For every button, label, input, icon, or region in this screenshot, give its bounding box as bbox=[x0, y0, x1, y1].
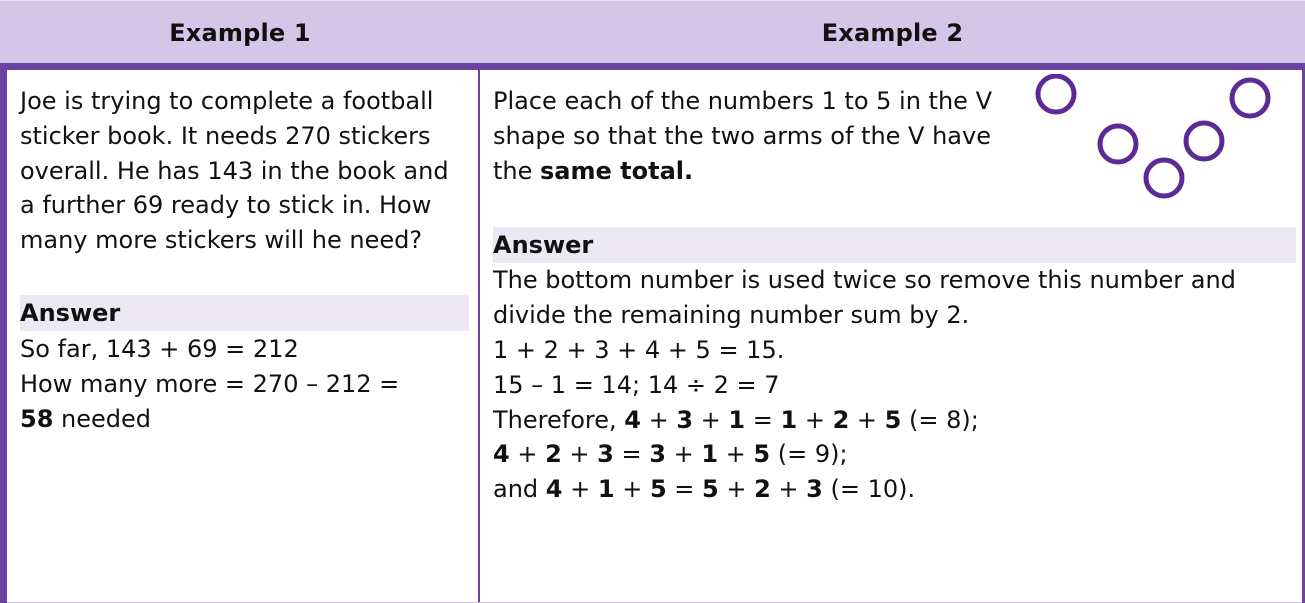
equals-sign: = bbox=[613, 440, 650, 469]
example-2-solution-line-2: 4 + 2 + 3 = 3 + 1 + 5 (= 9); bbox=[493, 437, 1296, 472]
equals-sign: = bbox=[666, 475, 703, 504]
example-2-question-emphasis: same total. bbox=[540, 156, 694, 185]
solution-number: 3 bbox=[597, 440, 614, 469]
solution-number: 3 bbox=[676, 405, 694, 434]
example-2-explanation: The bottom number is used twice so remov… bbox=[493, 266, 1236, 330]
plus-sign: + bbox=[693, 405, 729, 434]
solution-total: (= 8); bbox=[901, 405, 979, 434]
example-1-answer-label: Answer bbox=[20, 294, 469, 331]
solution-number: 5 bbox=[884, 405, 902, 434]
equals-sign: = bbox=[745, 405, 781, 434]
example-1-final-answer-suffix: needed bbox=[53, 404, 152, 433]
example-2-solution-line-1: Therefore, 4 + 3 + 1 = 1 + 2 + 5 (= 8); bbox=[493, 403, 1296, 438]
plus-sign: + bbox=[849, 405, 885, 434]
v-circle-mid-left bbox=[1097, 123, 1139, 165]
table-header-row: Example 1 Example 2 bbox=[0, 0, 1305, 63]
header-example-2: Example 2 bbox=[821, 18, 964, 47]
plus-sign: + bbox=[718, 475, 755, 504]
solution-number: 4 bbox=[624, 405, 641, 434]
example-1-question: Joe is trying to complete a football sti… bbox=[20, 87, 449, 255]
solution-number: 5 bbox=[753, 440, 771, 469]
solution-number: 1 bbox=[701, 440, 719, 469]
solution-prefix: and bbox=[493, 475, 546, 504]
solution-number: 4 bbox=[493, 440, 510, 469]
plus-sign: + bbox=[718, 440, 754, 469]
example-2-solution-line-3: and 4 + 1 + 5 = 5 + 2 + 3 (= 10). bbox=[493, 472, 1296, 507]
v-circle-top-right bbox=[1229, 77, 1271, 119]
plus-sign: + bbox=[509, 440, 546, 469]
plus-sign: + bbox=[640, 405, 677, 434]
example-2-cell: Place each of the numbers 1 to 5 in the … bbox=[493, 84, 1296, 507]
solution-number: 2 bbox=[754, 475, 771, 504]
example-2-calc-line: 15 – 1 = 14; 14 ÷ 2 = 7 bbox=[493, 370, 780, 399]
solution-number: 5 bbox=[702, 475, 719, 504]
plus-sign: + bbox=[561, 440, 598, 469]
column-divider bbox=[478, 70, 480, 603]
example-1-answer-text: So far, 143 + 69 = 212 How many more = 2… bbox=[20, 332, 470, 436]
solution-number: 3 bbox=[806, 475, 823, 504]
example-2-answer-label: Answer bbox=[493, 227, 1296, 264]
solution-number: 1 bbox=[597, 475, 615, 504]
plus-sign: + bbox=[770, 475, 807, 504]
v-circle-mid-right bbox=[1183, 120, 1225, 162]
solution-number: 2 bbox=[545, 440, 562, 469]
solution-number: 5 bbox=[649, 475, 667, 504]
plus-sign: + bbox=[665, 440, 702, 469]
solution-number: 1 bbox=[780, 405, 798, 434]
example-1-answer-line-2: How many more = 270 – 212 = bbox=[20, 369, 400, 398]
plus-sign: + bbox=[562, 475, 598, 504]
solution-number: 1 bbox=[728, 405, 746, 434]
example-2-question-text: Place each of the numbers 1 to 5 in the … bbox=[493, 87, 992, 185]
example-2-sum-line: 1 + 2 + 3 + 4 + 5 = 15. bbox=[493, 335, 785, 364]
table-border-left bbox=[0, 63, 7, 603]
plus-sign: + bbox=[614, 475, 650, 504]
solution-total: (= 9); bbox=[770, 440, 848, 469]
table-border-top bbox=[0, 63, 1305, 70]
example-1-answer-line-3: 58 needed bbox=[20, 402, 470, 437]
solution-prefix: Therefore, bbox=[493, 405, 625, 434]
example-1-answer-line-1: So far, 143 + 69 = 212 bbox=[20, 334, 299, 363]
v-circle-top-left bbox=[1035, 74, 1077, 115]
header-example-1: Example 1 bbox=[169, 18, 311, 47]
example-1-cell: Joe is trying to complete a football sti… bbox=[20, 84, 470, 436]
v-shape-circles-icon bbox=[1035, 74, 1271, 199]
plus-sign: + bbox=[797, 405, 833, 434]
example-1-final-answer: 58 bbox=[20, 404, 54, 433]
example-2-answer-text: The bottom number is used twice so remov… bbox=[493, 263, 1296, 507]
solution-total: (= 10). bbox=[822, 475, 916, 504]
solution-number: 2 bbox=[832, 405, 850, 434]
table-border-right bbox=[1302, 63, 1305, 603]
solution-number: 4 bbox=[545, 475, 563, 504]
v-circle-bottom bbox=[1143, 157, 1185, 199]
solution-number: 3 bbox=[649, 440, 666, 469]
example-2-question: Place each of the numbers 1 to 5 in the … bbox=[493, 84, 1023, 188]
